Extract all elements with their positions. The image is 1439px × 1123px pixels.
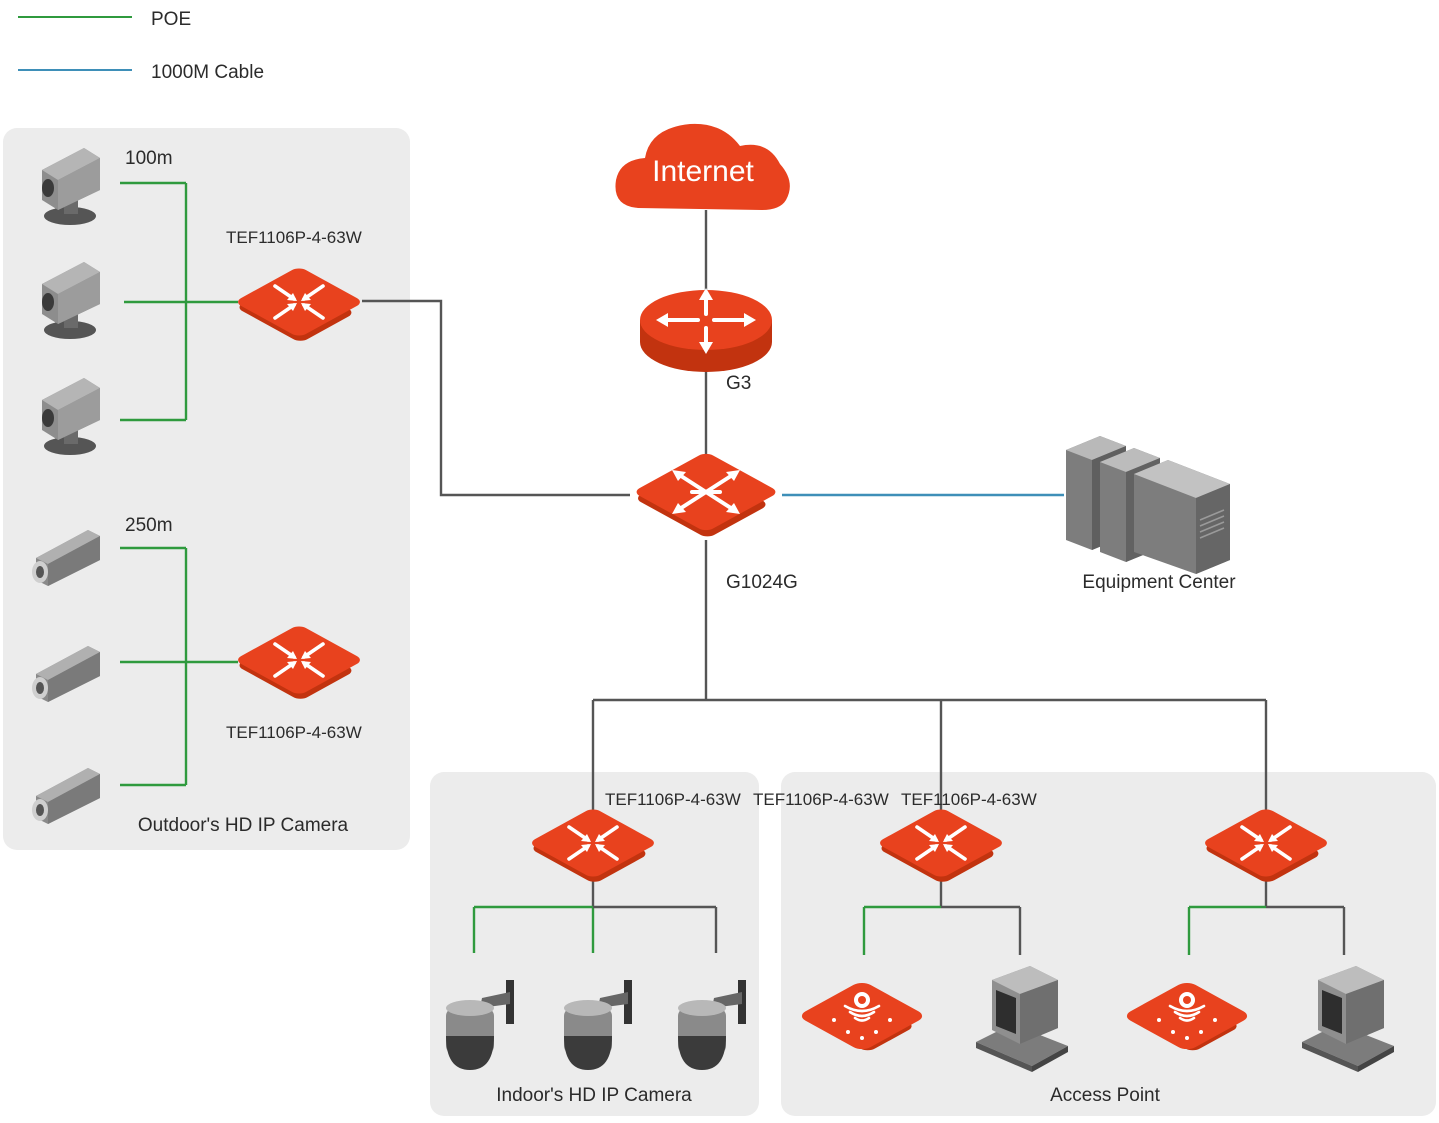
legend-cable-label: 1000M Cable <box>151 62 264 83</box>
router-icon <box>638 286 774 374</box>
indoor-switch-label: TEF1106P-4-63W <box>605 790 741 809</box>
indoor-camera-group <box>430 772 759 1116</box>
outdoor-bottom-switch-label: TEF1106P-4-63W <box>226 723 362 742</box>
router-label: G3 <box>726 373 751 394</box>
core-switch-icon <box>630 449 782 541</box>
access-point-group <box>781 772 1436 1116</box>
access-switch-1-label: TEF1106P-4-63W <box>753 790 889 809</box>
outdoor-group-label: Outdoor's HD IP Camera <box>138 815 349 836</box>
outdoor-top-switch-label: TEF1106P-4-63W <box>226 228 362 247</box>
indoor-drops <box>472 880 718 953</box>
equipment-label: Equipment Center <box>1082 572 1236 593</box>
internet-cloud: Internet <box>615 123 790 210</box>
server-rack-icon <box>1065 435 1231 575</box>
legend-poe-label: POE <box>151 9 191 30</box>
poe-outdoor-top <box>120 181 238 422</box>
core-switch-label: G1024G <box>726 572 798 593</box>
outdoor-bottom-distance: 250m <box>125 515 173 536</box>
link-core-outdoor-switch <box>362 299 630 497</box>
access-group-label: Access Point <box>1050 1085 1161 1106</box>
indoor-group-label: Indoor's HD IP Camera <box>496 1085 692 1106</box>
internet-label: Internet <box>652 155 754 188</box>
outdoor-top-distance: 100m <box>125 148 173 169</box>
legend: POE 1000M Cable <box>18 9 264 83</box>
access-1-drops <box>862 880 1022 955</box>
poe-outdoor-bottom <box>120 546 238 787</box>
access-2-drops <box>1187 880 1346 955</box>
access-switch-2-label: TEF1106P-4-63W <box>901 790 1037 809</box>
